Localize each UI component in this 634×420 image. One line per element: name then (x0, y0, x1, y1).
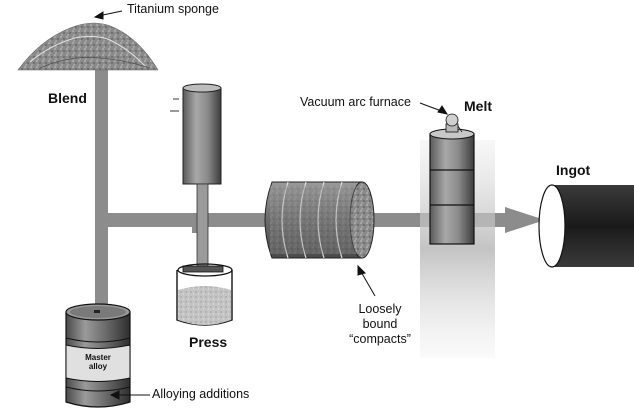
ingot (538, 184, 634, 268)
blend-vertical-pipe (95, 70, 108, 310)
label-loosely-bound-compacts: Loosely bound “compacts” (330, 302, 430, 347)
label-blend: Blend (48, 90, 87, 106)
label-master-alloy: Master alloy (73, 353, 123, 371)
label-melt: Melt (464, 98, 492, 114)
label-vacuum-arc-furnace: Vacuum arc furnace (300, 95, 411, 109)
label-ingot: Ingot (556, 162, 591, 178)
label-compacts-line-1: Loosely (358, 302, 402, 316)
vacuum-arc-furnace (429, 113, 475, 245)
label-compacts-line-3: “compacts” (349, 332, 411, 346)
label-press: Press (189, 334, 228, 350)
label-compacts-line-2: bound (362, 317, 398, 331)
label-master-alloy-line-1: Master (85, 353, 111, 362)
titanium-sponge-pile (17, 22, 159, 71)
master-alloy-barrel (65, 303, 131, 408)
press-apparatus (170, 83, 233, 326)
leader-arrows (93, 10, 449, 400)
label-master-alloy-line-2: alloy (88, 362, 108, 371)
label-alloying-additions: Alloying additions (152, 387, 250, 401)
compacts-drum (264, 181, 375, 259)
label-titanium-sponge: Titanium sponge (127, 2, 219, 16)
